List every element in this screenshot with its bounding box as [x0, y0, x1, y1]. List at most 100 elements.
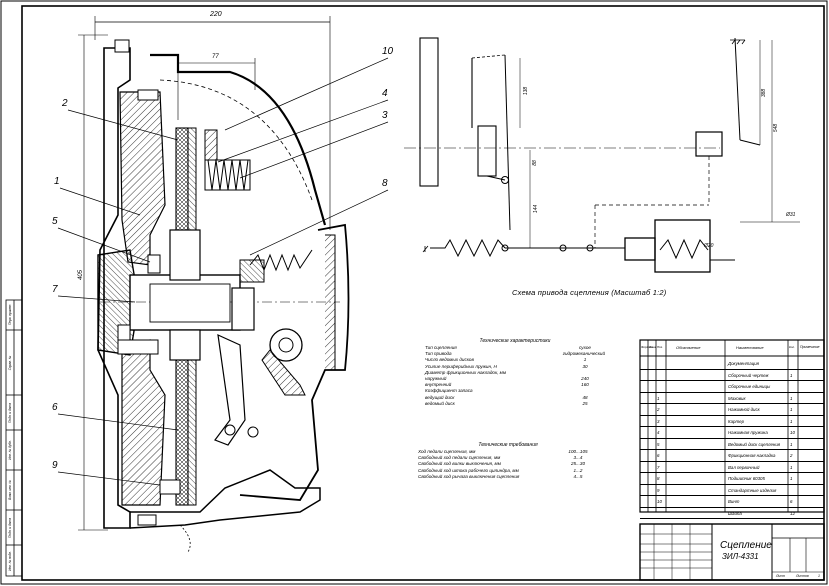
- drive-specs-block: Технические требования Ход педали сцепле…: [418, 442, 598, 480]
- tech-spec-value: сухое: [579, 345, 591, 350]
- drive-spec-row: Свободный ход рычага выключения сцеплени…: [418, 474, 598, 480]
- tech-spec-key: внутренний: [425, 382, 452, 388]
- spec-row-qty: 1: [790, 476, 793, 481]
- drive-spec-key: Свободный ход штока рабочего цилиндра, м…: [418, 467, 519, 473]
- spec-row-name: Документация: [728, 361, 760, 366]
- spec-row-pos: 1: [657, 395, 660, 401]
- spec-row-qty: 10: [790, 430, 795, 435]
- spec-row-name: Сборочный чертеж: [728, 372, 769, 378]
- spec-row-name: Шайба: [728, 510, 742, 516]
- spec-row-qty: 1: [790, 407, 793, 412]
- spec-header-format: Формат: [641, 345, 653, 349]
- side-strip-label: Подп. и дата: [8, 517, 12, 538]
- schem-dim-5: 548: [773, 123, 780, 133]
- tech-spec-row: Число ведомых дисков 1: [425, 357, 605, 363]
- title-block-lines: [639, 523, 825, 581]
- tech-spec-row: Коэффициент запаса: [425, 388, 605, 394]
- tech-spec-key: Число ведомых дисков: [425, 357, 474, 363]
- side-strip-label: Перв. примен.: [8, 303, 12, 325]
- spec-table-row: Сборочные единицы: [640, 381, 824, 393]
- spec-row-qty: 6: [790, 499, 793, 504]
- spec-table-row: Документация: [640, 358, 824, 370]
- spec-header-designation: Обозначение: [676, 345, 701, 350]
- spec-row-name: Винт: [728, 499, 740, 504]
- inner-frame: [21, 5, 825, 581]
- schem-dim-1: 138: [523, 86, 530, 96]
- spec-row-qty: 1: [790, 441, 793, 447]
- tech-spec-row: наружный 240: [425, 376, 605, 382]
- tech-spec-value: 240: [581, 376, 589, 382]
- side-strip-label: Подп. и дата: [8, 402, 12, 423]
- tech-spec-key: Коэффициент запаса: [425, 388, 473, 394]
- drive-spec-value: 100...105: [568, 449, 588, 454]
- schem-dim-6: Ø20: [704, 243, 714, 249]
- spec-row-name: Нажимной диск: [728, 407, 760, 412]
- drive-schematic: [404, 37, 800, 273]
- side-strip-label: Справ. №: [8, 355, 12, 370]
- schem-dim-7: Ø31: [786, 212, 796, 218]
- tech-specs-block: Технические характеристики Тип сцепления…: [425, 338, 605, 407]
- side-strip-label: Взам. инв. №: [8, 480, 12, 500]
- callout-8: 8: [382, 178, 388, 189]
- spec-row-qty: 1: [790, 395, 793, 401]
- tech-spec-row: Диаметр фрикционных накладок, мм: [425, 370, 605, 376]
- spec-row-qty: 12: [790, 510, 795, 516]
- tech-spec-key: Тип привода: [425, 351, 452, 357]
- spec-header-note: Примечание: [800, 345, 820, 349]
- callout-6: 6: [52, 402, 58, 413]
- tech-spec-key: Диаметр фрикционных накладок, мм: [425, 369, 506, 375]
- drive-specs-title: Технические требования: [478, 442, 538, 448]
- callout-4: 4: [382, 88, 388, 99]
- tech-spec-row: Тип привода гидромеханический: [425, 351, 605, 357]
- drive-spec-value: 3...4: [573, 455, 583, 461]
- spec-row-pos: 3: [657, 418, 660, 424]
- spec-row-name: Ведомый диск сцепления: [728, 441, 781, 447]
- spec-header-qty: Кол.: [789, 345, 795, 349]
- tech-spec-value: 48: [582, 394, 588, 400]
- spec-row-pos: 2: [657, 407, 660, 412]
- spec-table-header: Формат Зона Поз. Обозначение Наименовани…: [640, 340, 824, 356]
- tech-spec-value: гидромеханический: [562, 351, 605, 357]
- title-code: ЗИЛ-4331: [722, 552, 759, 561]
- tech-spec-value: 30: [582, 363, 588, 369]
- spec-row-name: Подшипник 60305: [728, 476, 765, 481]
- spec-row-pos: 9: [657, 487, 660, 493]
- callout-10: 10: [382, 46, 394, 57]
- tech-spec-value: 1: [583, 357, 587, 363]
- spec-header-name: Наименование: [736, 345, 764, 350]
- spec-row-qty: 1: [790, 372, 793, 378]
- tech-specs-title: Технические характеристики: [479, 338, 551, 344]
- spec-row-pos: 5: [657, 441, 660, 447]
- dim-overall-width: 220: [210, 11, 222, 18]
- drive-spec-key: Ход педали сцепления, мм: [418, 449, 476, 454]
- clutch-section-view: [57, 16, 389, 553]
- callout-9: 9: [52, 460, 58, 471]
- tech-spec-key: наружный: [425, 376, 447, 382]
- dim-height: 405: [78, 269, 85, 281]
- callout-1: 1: [54, 176, 60, 187]
- drive-spec-key: Свободный ход рычага выключения сцеплени…: [418, 473, 520, 479]
- callout-7: 7: [52, 284, 58, 295]
- tech-spec-key: ведомый диск: [425, 400, 455, 406]
- spec-row-name: Картер: [728, 418, 745, 424]
- schem-dim-2: 88: [531, 160, 538, 166]
- spec-row-name: Вал первичный: [728, 464, 760, 470]
- side-strip-label: Инв. № подл.: [8, 550, 12, 571]
- drive-spec-key: Свободный ход вилки выключения, мм: [418, 461, 501, 467]
- drive-spec-value: 4...5: [573, 473, 583, 479]
- dim-inner-width: 77: [212, 54, 219, 60]
- spec-row-name: Нажимная пружина: [728, 430, 768, 435]
- side-strip: [5, 299, 23, 577]
